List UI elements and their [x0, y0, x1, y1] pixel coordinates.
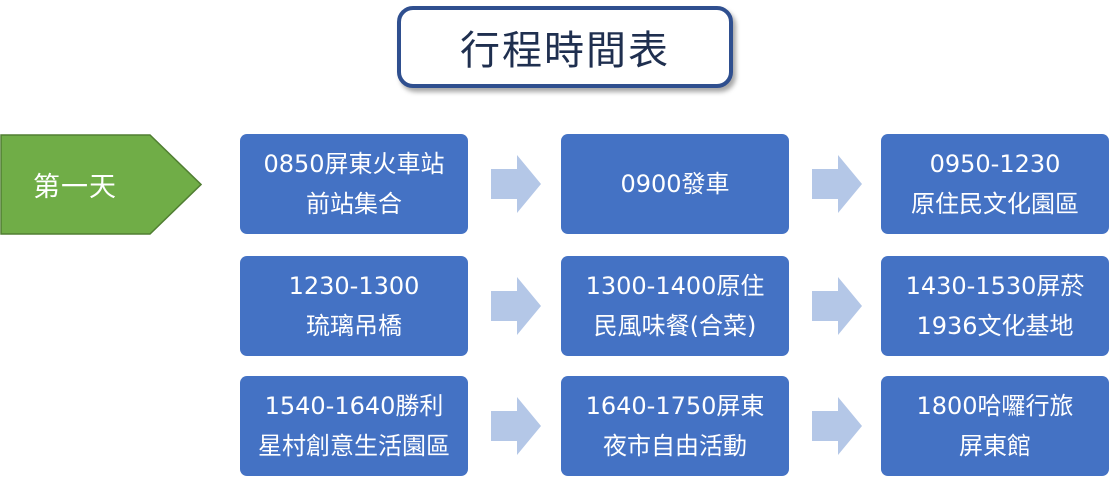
box-line: 1640-1750屏東: [585, 392, 765, 420]
schedule-box-night-market: 1640-1750屏東 夜市自由活動: [561, 376, 789, 476]
box-line: 0950-1230: [929, 150, 1061, 178]
right-arrow-icon: [491, 155, 541, 213]
schedule-box-victory-village: 1540-1640勝利 星村創意生活園區: [240, 376, 468, 476]
box-line: 原住民文化園區: [911, 190, 1079, 218]
box-line: 前站集合: [306, 190, 402, 218]
box-line: 1936文化基地: [916, 312, 1074, 340]
box-line: 民風味餐(合菜): [593, 312, 757, 340]
schedule-box-departure: 0900發車: [561, 134, 789, 234]
right-arrow-icon: [812, 277, 862, 335]
right-arrow-icon: [491, 277, 541, 335]
right-arrow-icon: [812, 155, 862, 213]
schedule-box-bridge: 1230-1300 琉璃吊橋: [240, 256, 468, 356]
box-line: 1800哈囉行旅: [916, 392, 1074, 420]
schedule-box-lunch: 1300-1400原住 民風味餐(合菜): [561, 256, 789, 356]
day-tag-shape: [0, 134, 202, 235]
schedule-box-hotel: 1800哈囉行旅 屏東館: [881, 376, 1109, 476]
schedule-box-meetup: 0850屏東火車站 前站集合: [240, 134, 468, 234]
box-line: 1230-1300: [288, 272, 420, 300]
box-line: 星村創意生活園區: [258, 432, 450, 460]
day-tag: 第一天: [0, 134, 202, 235]
box-line: 夜市自由活動: [603, 432, 747, 460]
schedule-box-tobacco-base: 1430-1530屏菸 1936文化基地: [881, 256, 1109, 356]
box-line: 0850屏東火車站: [263, 150, 445, 178]
box-line: 0900發車: [620, 170, 730, 198]
schedule-title: 行程時間表: [397, 6, 733, 88]
box-line: 1540-1640勝利: [264, 392, 444, 420]
box-line: 屏東館: [959, 432, 1031, 460]
box-line: 琉璃吊橋: [306, 312, 402, 340]
box-line: 1430-1530屏菸: [905, 272, 1085, 300]
day-label: 第一天: [33, 172, 117, 203]
right-arrow-icon: [491, 397, 541, 455]
schedule-box-culture-park: 0950-1230 原住民文化園區: [881, 134, 1109, 234]
box-line: 1300-1400原住: [585, 272, 765, 300]
right-arrow-icon: [812, 397, 862, 455]
